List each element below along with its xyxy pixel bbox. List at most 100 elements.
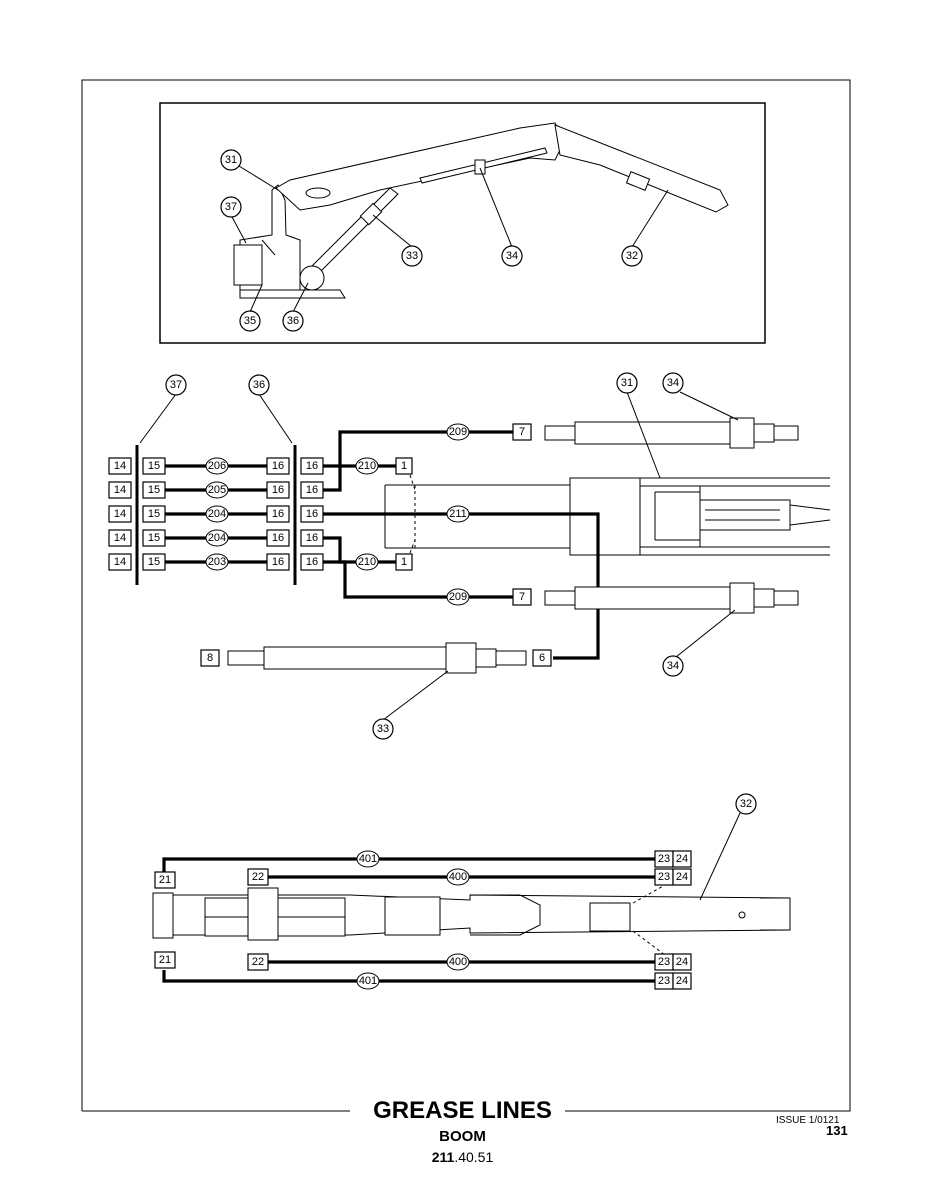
svg-text:24: 24 <box>676 956 688 968</box>
svg-text:206: 206 <box>208 460 226 472</box>
schematic-callout-33: 33 <box>372 718 394 740</box>
svg-text:35: 35 <box>244 315 256 327</box>
boom-illustration <box>233 122 729 299</box>
svg-text:23: 23 <box>658 956 670 968</box>
schematic-boom-outline <box>384 477 831 556</box>
svg-text:37: 37 <box>225 201 237 213</box>
boom-box-23-row3: 23 <box>654 953 674 971</box>
line-204b: 204 <box>205 529 229 547</box>
block-16a-row3: 16 <box>266 505 290 523</box>
svg-text:23: 23 <box>658 871 670 883</box>
line-210-top: 210 <box>355 457 379 475</box>
svg-text:16: 16 <box>272 484 284 496</box>
svg-text:1: 1 <box>401 556 407 568</box>
svg-text:34: 34 <box>506 250 518 262</box>
boom-box-24-row2: 24 <box>672 868 692 886</box>
end-box-8: 8 <box>200 649 220 667</box>
end-box-1-bottom: 1 <box>395 553 413 571</box>
svg-text:7: 7 <box>519 426 525 438</box>
svg-text:210: 210 <box>358 556 376 568</box>
schematic-callout-37: 37 <box>165 374 187 396</box>
svg-text:36: 36 <box>287 315 299 327</box>
svg-text:16: 16 <box>272 532 284 544</box>
boom-box-24-row3: 24 <box>672 953 692 971</box>
schematic-callout-31: 31 <box>616 372 638 394</box>
boom-line-400-bottom: 400 <box>446 953 470 971</box>
svg-text:211: 211 <box>449 508 467 520</box>
boom-line-400-top: 400 <box>446 868 470 886</box>
svg-text:203: 203 <box>208 556 226 568</box>
svg-text:24: 24 <box>676 975 688 987</box>
overview-callout-37: 37 <box>220 196 242 218</box>
svg-text:15: 15 <box>148 508 160 520</box>
svg-text:15: 15 <box>148 556 160 568</box>
page-number: 131 <box>826 1123 848 1138</box>
svg-text:23: 23 <box>658 853 670 865</box>
svg-text:16: 16 <box>272 508 284 520</box>
svg-text:16: 16 <box>306 484 318 496</box>
section-code-prefix: 211 <box>431 1149 455 1165</box>
block-16a-row2: 16 <box>266 481 290 499</box>
svg-text:16: 16 <box>306 532 318 544</box>
overview-callout-32: 32 <box>621 245 643 267</box>
section-code-suffix: .40.51 <box>454 1149 494 1165</box>
overview-callout-35: 35 <box>239 310 261 332</box>
svg-text:15: 15 <box>148 484 160 496</box>
boom-body <box>152 812 791 956</box>
block-16a-row1: 16 <box>266 457 290 475</box>
block-16b-row3: 16 <box>300 505 324 523</box>
svg-text:16: 16 <box>306 508 318 520</box>
svg-text:400: 400 <box>449 956 467 968</box>
svg-text:400: 400 <box>449 871 467 883</box>
section-code: 211.40.51 <box>0 1149 925 1165</box>
block-15-row2: 15 <box>142 481 166 499</box>
block-15-row5: 15 <box>142 553 166 571</box>
line-206: 206 <box>205 457 229 475</box>
boom-box-22-top: 22 <box>247 868 269 886</box>
svg-text:31: 31 <box>621 377 633 389</box>
svg-text:14: 14 <box>114 508 126 520</box>
svg-text:209: 209 <box>449 591 467 603</box>
line-209-bottom: 209 <box>446 588 470 606</box>
svg-text:8: 8 <box>207 652 213 664</box>
svg-text:33: 33 <box>406 250 418 262</box>
svg-text:15: 15 <box>148 532 160 544</box>
page-title: GREASE LINES <box>373 1097 552 1124</box>
page-subtitle: BOOM <box>439 1128 486 1145</box>
svg-text:24: 24 <box>676 853 688 865</box>
boom-box-21-bottom: 21 <box>154 951 176 969</box>
svg-text:210: 210 <box>358 460 376 472</box>
svg-text:1: 1 <box>401 460 407 472</box>
line-204a: 204 <box>205 505 229 523</box>
svg-text:204: 204 <box>208 532 226 544</box>
boom-box-24-row4: 24 <box>672 972 692 990</box>
svg-text:14: 14 <box>114 484 126 496</box>
end-box-6: 6 <box>532 649 552 667</box>
block-16b-row2: 16 <box>300 481 324 499</box>
end-box-7-top: 7 <box>512 423 532 441</box>
line-203: 203 <box>205 553 229 571</box>
svg-text:37: 37 <box>170 379 182 391</box>
line-205: 205 <box>205 481 229 499</box>
svg-text:32: 32 <box>626 250 638 262</box>
block-14-row3: 14 <box>108 505 132 523</box>
boom-line-401-top: 401 <box>356 850 380 868</box>
svg-text:16: 16 <box>306 556 318 568</box>
svg-text:401: 401 <box>359 975 377 987</box>
boom-box-21-top: 21 <box>154 871 176 889</box>
overview-callout-33: 33 <box>401 245 423 267</box>
overview-callout-31: 31 <box>220 149 242 171</box>
block-16a-row5: 16 <box>266 553 290 571</box>
end-box-1-top: 1 <box>395 457 413 475</box>
svg-text:14: 14 <box>114 460 126 472</box>
line-210-bottom: 210 <box>355 553 379 571</box>
end-box-7-bottom: 7 <box>512 588 532 606</box>
overview-frame <box>159 102 766 344</box>
block-16a-row4: 16 <box>266 529 290 547</box>
block-16b-row4: 16 <box>300 529 324 547</box>
issue-label: ISSUE 1/0121 <box>776 1115 840 1126</box>
boom-line-401-bottom: 401 <box>356 972 380 990</box>
